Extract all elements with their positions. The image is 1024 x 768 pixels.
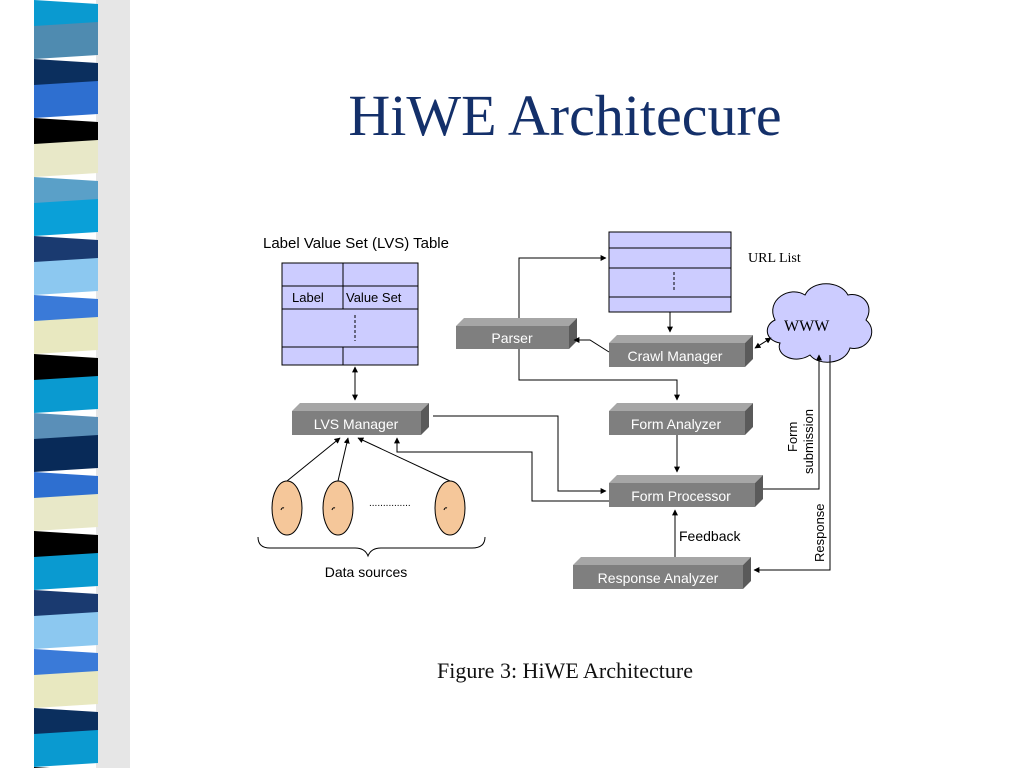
stripe-segment xyxy=(34,295,98,325)
stripe-segment xyxy=(34,531,98,561)
stripe-segment xyxy=(34,0,98,30)
stripe-segment xyxy=(34,81,98,118)
form-analyzer-label: Form Analyzer xyxy=(631,416,722,432)
stripe-segment xyxy=(34,649,98,679)
lvs-col-label: Label xyxy=(292,290,324,305)
data-source-oval xyxy=(322,480,354,536)
stripe-segment xyxy=(34,317,98,354)
edge-response xyxy=(753,355,831,573)
crawl-manager-label: Crawl Manager xyxy=(628,348,723,364)
data-sources: ............... Data sources xyxy=(257,480,486,580)
edge-crawl-parser xyxy=(573,337,610,353)
stripe-segment xyxy=(34,472,98,502)
form-processor-label: Form Processor xyxy=(631,488,731,504)
stripe-segment xyxy=(34,258,98,295)
edge-source3-lvs xyxy=(357,437,451,482)
stripe-segment xyxy=(34,376,98,413)
edge-lvs-formprocessor xyxy=(433,415,607,494)
www-cloud: WWW xyxy=(766,283,873,363)
edge-form-submission xyxy=(763,354,822,490)
lvs-manager-label: LVS Manager xyxy=(314,416,399,432)
stripe-segment xyxy=(34,494,98,531)
parser-box: Parser xyxy=(456,318,577,349)
decorative-stripe-bar xyxy=(0,0,130,768)
stripe-segment xyxy=(34,612,98,649)
stripe-segment xyxy=(34,354,98,384)
parser-label: Parser xyxy=(491,330,533,346)
lvs-manager-box: LVS Manager xyxy=(292,403,429,435)
stripe-segment xyxy=(34,22,98,59)
form-submission-label-line2: submission xyxy=(801,409,816,474)
form-submission-label-line1: Form xyxy=(785,422,800,452)
url-list-label: URL List xyxy=(748,251,801,266)
data-sources-label: Data sources xyxy=(325,564,407,580)
data-sources-brace xyxy=(257,536,486,558)
stripe-segment xyxy=(34,59,98,89)
edge-parser-formanalyzer xyxy=(518,349,680,401)
stripe-segment xyxy=(34,435,98,472)
stripe-segment xyxy=(34,177,98,207)
slide-title: HiWE Architecure xyxy=(348,83,782,148)
stripe-segment xyxy=(34,553,98,590)
response-analyzer-label: Response Analyzer xyxy=(598,570,719,586)
form-processor-box: Form Processor xyxy=(609,475,763,507)
figure-caption: Figure 3: HiWE Architecture xyxy=(437,658,693,683)
data-source-oval xyxy=(434,480,466,536)
stripe-segment xyxy=(34,730,98,767)
feedback-label: Feedback xyxy=(679,528,741,544)
edge-crawl-www xyxy=(754,337,772,349)
lvs-table: Label Value Set xyxy=(281,262,419,366)
www-label: WWW xyxy=(784,318,830,335)
response-analyzer-box: Response Analyzer xyxy=(573,557,751,589)
lvs-table-title: Label Value Set (LVS) Table xyxy=(263,235,449,252)
crawl-manager-box: Crawl Manager xyxy=(609,335,753,367)
stripe-segment xyxy=(34,413,98,443)
edge-source1-lvs xyxy=(286,437,341,482)
stripe-segment xyxy=(34,140,98,177)
stripe-segment xyxy=(34,118,98,148)
url-list-table xyxy=(608,231,732,313)
stripe-segment xyxy=(34,708,98,738)
data-sources-ellipsis: ............... xyxy=(369,498,411,509)
connections xyxy=(286,255,831,573)
stripe-segment xyxy=(34,199,98,236)
data-source-oval xyxy=(271,480,303,536)
stripe-segment xyxy=(34,236,98,266)
lvs-col-value-set: Value Set xyxy=(346,290,402,305)
response-label: Response xyxy=(812,503,827,562)
edge-source2-lvs xyxy=(337,437,350,482)
stripe-segment xyxy=(34,590,98,620)
stripe-segment xyxy=(34,671,98,708)
form-analyzer-box: Form Analyzer xyxy=(609,403,753,435)
edge-formprocessor-lvs xyxy=(394,437,609,502)
edge-parser-urllist xyxy=(518,255,607,318)
